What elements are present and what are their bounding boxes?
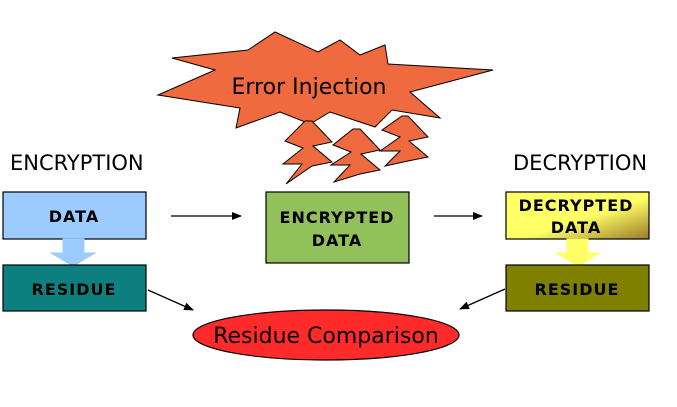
residue-comparison: Residue Comparison	[192, 309, 460, 361]
error-injection-label: Error Injection	[232, 75, 387, 100]
residue-left-label: RESIDUE	[32, 280, 117, 299]
lightning-bolt-icon	[378, 115, 430, 167]
decrypted-data-box: DECRYPTED DATA	[505, 191, 650, 240]
arrow-residue-left-to-comparison	[147, 289, 194, 311]
decrypted-data-label-line2: DATA	[551, 218, 601, 237]
lightning-bolt-icon	[329, 128, 382, 184]
down-arrow-left	[49, 238, 97, 267]
residue-right-box: RESIDUE	[505, 264, 650, 312]
residue-right-label: RESIDUE	[535, 280, 620, 299]
lightning-bolt-icon	[281, 120, 334, 185]
residue-comparison-label: Residue Comparison	[213, 324, 439, 349]
encrypted-data-box: ENCRYPTED DATA	[265, 191, 410, 264]
residue-left-box: RESIDUE	[2, 264, 147, 312]
decrypted-data-label-line1: DECRYPTED	[519, 196, 634, 215]
encrypted-data-label-line1: ENCRYPTED	[280, 208, 395, 227]
down-arrow-right	[554, 238, 602, 267]
lightning-bolts	[281, 115, 430, 185]
burst-shape	[156, 31, 494, 129]
encrypted-data-label-line2: DATA	[312, 231, 362, 250]
error-injection-burst: Error Injection	[156, 31, 494, 129]
data-box: DATA	[2, 191, 147, 240]
decryption-heading: DECRYPTION	[513, 151, 647, 175]
arrow-residue-right-to-comparison	[459, 288, 506, 310]
encryption-heading: ENCRYPTION	[10, 151, 144, 175]
data-box-label: DATA	[49, 207, 99, 226]
